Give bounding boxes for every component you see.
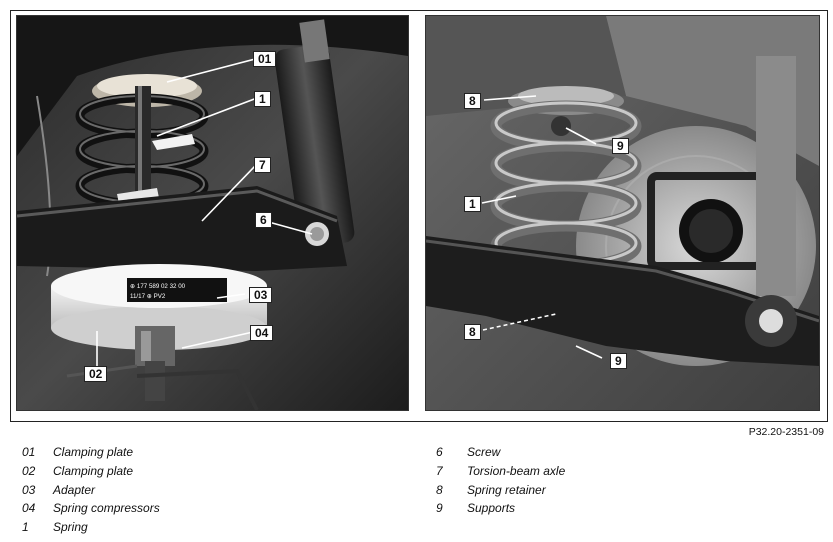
- legend-number: 02: [22, 464, 36, 479]
- legend-text: Spring: [53, 520, 88, 535]
- legend-number: 6: [436, 445, 443, 460]
- legend-item: 8 Spring retainer: [436, 480, 565, 499]
- legend-text: Adapter: [53, 482, 96, 497]
- legend-item: 01 Clamping plate: [22, 443, 160, 462]
- legend-text: Clamping plate: [53, 464, 134, 479]
- legend-number: 1: [22, 520, 29, 535]
- legend-text: Torsion-beam axle: [467, 464, 566, 479]
- legend-text: Screw: [467, 445, 501, 460]
- right-photo: [426, 16, 819, 410]
- legend-right: 6 Screw 7 Torsion-beam axle 8 Spring retain…: [436, 443, 565, 518]
- callout-04: 04: [250, 325, 274, 341]
- legend-item: 1 Spring: [22, 518, 160, 537]
- callout-9-top: 9: [612, 138, 629, 154]
- legend-item: 02 Clamping plate: [22, 462, 160, 481]
- illustration-frame: ⊕ 177 589 02 32 00 11/17 ⊕ PV2 01 1 7 6: [10, 10, 828, 422]
- right-photo-panel: 8 9 1 8 9: [425, 15, 820, 411]
- legend-number: 04: [22, 501, 36, 516]
- left-photo-panel: ⊕ 177 589 02 32 00 11/17 ⊕ PV2 01 1 7 6: [16, 15, 409, 411]
- legend-text: Spring compressors: [53, 501, 160, 516]
- legend-item: 04 Spring compressors: [22, 499, 160, 518]
- legend-number: 01: [22, 445, 36, 460]
- legend-item: 7 Torsion-beam axle: [436, 462, 565, 481]
- callout-01: 01: [253, 51, 277, 67]
- callout-02: 02: [84, 366, 108, 382]
- callout-9-bottom: 9: [610, 353, 627, 369]
- legend-number: 9: [436, 501, 443, 516]
- legend-item: 6 Screw: [436, 443, 565, 462]
- callout-1-right: 1: [464, 196, 481, 212]
- callout-8-bottom: 8: [464, 324, 481, 340]
- callout-8-top: 8: [464, 93, 481, 109]
- legend-item: 03 Adapter: [22, 480, 160, 499]
- legend-number: 03: [22, 482, 36, 497]
- left-photo: ⊕ 177 589 02 32 00 11/17 ⊕ PV2: [17, 16, 408, 410]
- legend-number: 8: [436, 482, 443, 497]
- figure-id: P32.20-2351-09: [748, 426, 824, 438]
- adapter-date-code: 11/17 ⊕ PV2: [130, 293, 166, 300]
- callout-1: 1: [254, 91, 271, 107]
- legend-text: Spring retainer: [467, 482, 546, 497]
- legend-text: Supports: [467, 501, 516, 516]
- legend-number: 7: [436, 464, 443, 479]
- callout-03: 03: [249, 287, 273, 303]
- callout-6: 6: [255, 212, 272, 228]
- adapter-part-number: ⊕ 177 589 02 32 00: [130, 283, 186, 290]
- legend-item: 9 Supports: [436, 499, 565, 518]
- legend-text: Clamping plate: [53, 445, 134, 460]
- callout-7: 7: [254, 157, 271, 173]
